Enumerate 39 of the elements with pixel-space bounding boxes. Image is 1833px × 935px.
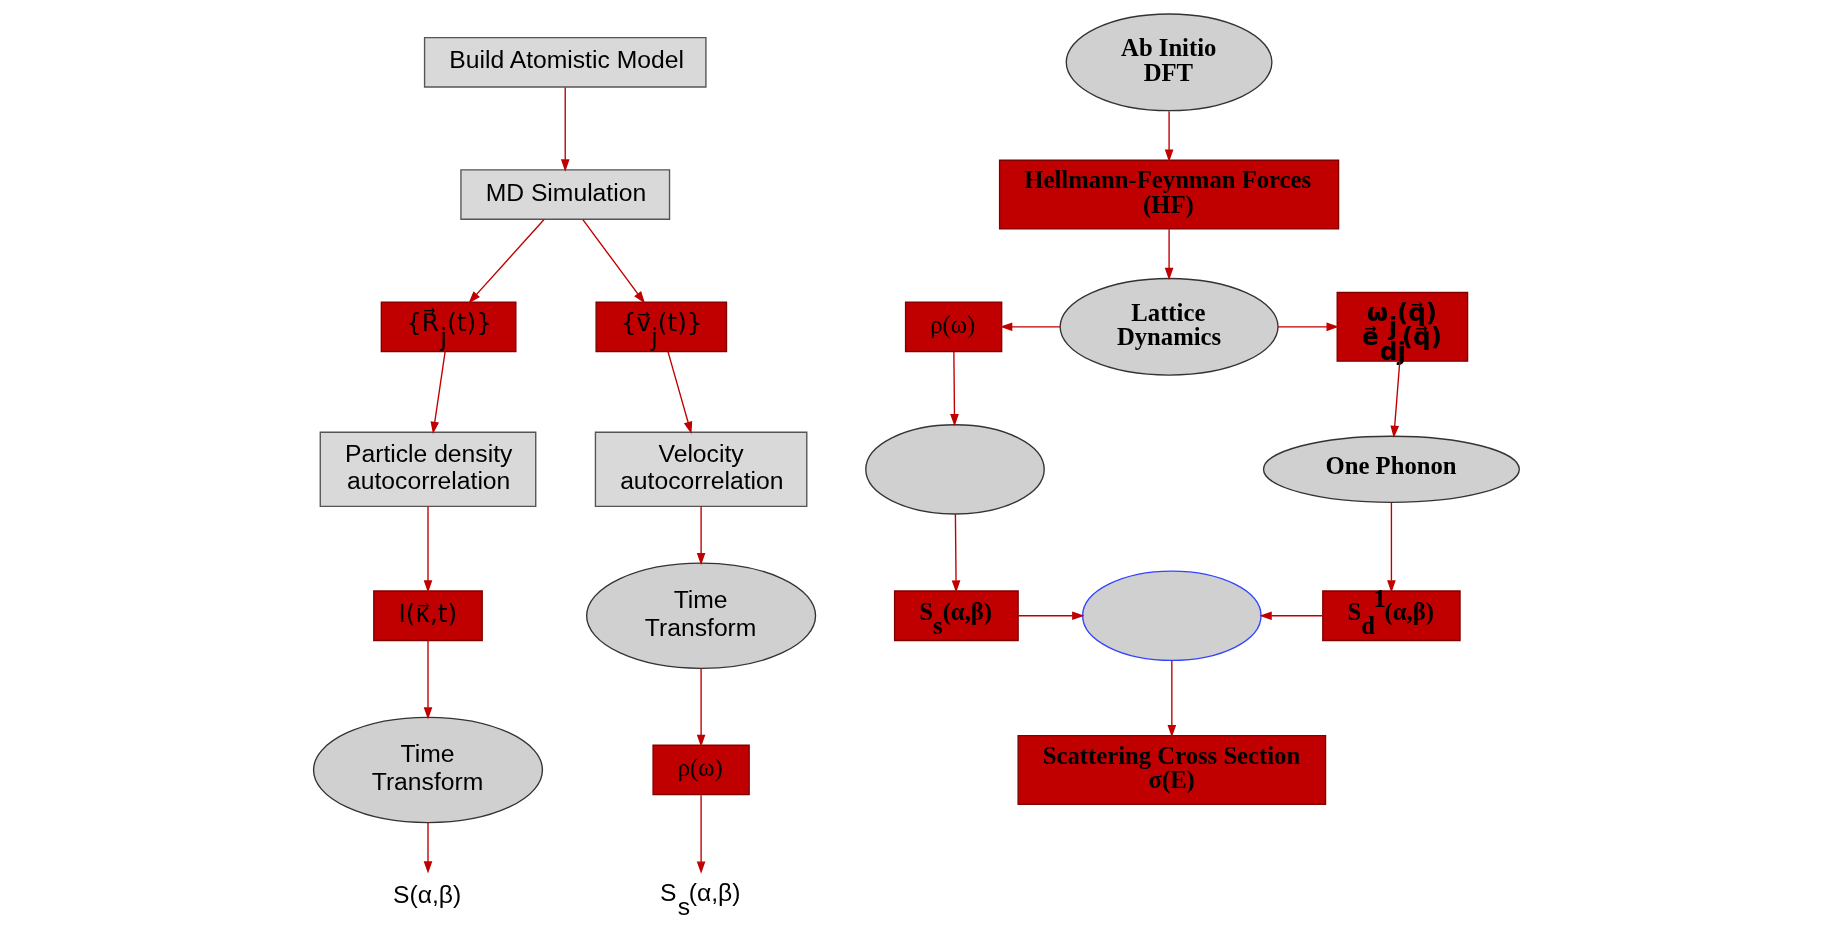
node-box: Hellmann-Feynman Forces (HF) (998, 159, 1340, 230)
arrow (1390, 360, 1401, 439)
arrow (1167, 659, 1177, 738)
node-box: MD Simulation (460, 169, 671, 220)
arrow (1017, 611, 1085, 621)
arrow (667, 351, 693, 435)
node-ellipse: Lattice Dynamics (1059, 277, 1279, 376)
node-box: Particle density autocorrelation (319, 431, 537, 508)
arrow (1259, 611, 1324, 621)
node-ellipse (1081, 570, 1262, 662)
arrow (582, 219, 646, 304)
arrow (468, 219, 545, 304)
arrow (951, 513, 961, 593)
arrow (999, 322, 1061, 332)
arrow (423, 640, 433, 720)
arrow (950, 351, 959, 427)
node-ellipse: Ab Initio DFT (1065, 13, 1273, 112)
node-box: Velocity autocorrelation (594, 431, 808, 508)
node-text: S(α,β) (393, 880, 462, 908)
node-ellipse (865, 424, 1045, 515)
arrow (1387, 501, 1396, 593)
node-box: Build Atomistic Model (423, 36, 707, 88)
arrow (1164, 110, 1174, 162)
node-ellipse: Time Transform (312, 716, 544, 824)
node-box: I(κ⃗,t) (373, 590, 483, 642)
node-box: ρ(ω) (904, 301, 1003, 353)
arrow (423, 821, 433, 874)
node-ellipse: Time Transform (586, 562, 817, 670)
arrow (430, 351, 446, 435)
arrow (696, 794, 706, 874)
arrow (1277, 322, 1339, 332)
arrow (1164, 228, 1174, 281)
arrow (423, 505, 433, 593)
arrow (560, 86, 570, 172)
node-box: Scattering Cross Section σ(E) (1017, 734, 1327, 805)
node-ellipse: One Phonon (1262, 435, 1520, 504)
node-box: ρ(ω) (652, 744, 750, 796)
arrow (696, 505, 706, 566)
arrow (696, 667, 706, 747)
